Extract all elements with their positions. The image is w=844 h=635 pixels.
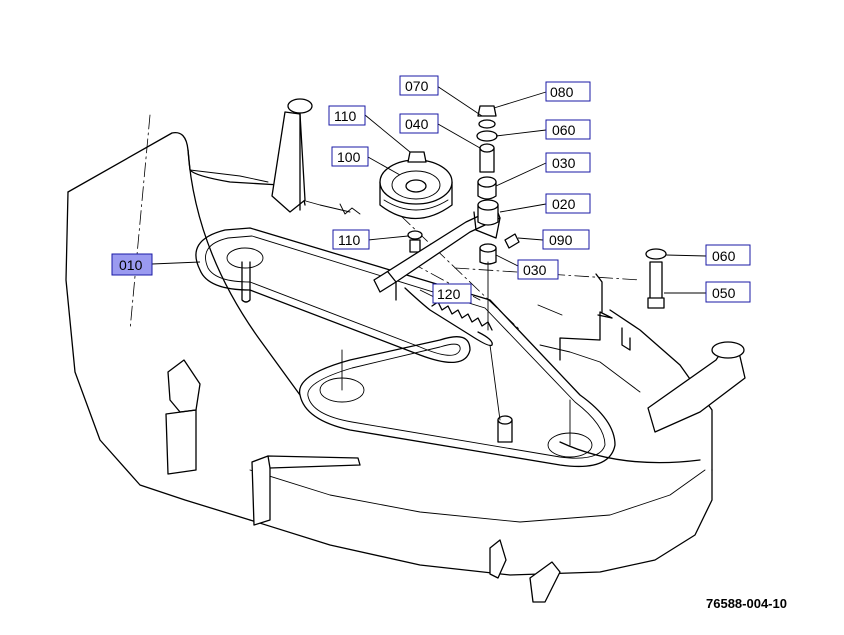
svg-text:020: 020: [552, 196, 576, 212]
svg-text:030: 030: [552, 155, 576, 171]
svg-text:090: 090: [549, 232, 573, 248]
svg-text:030: 030: [523, 262, 547, 278]
svg-text:010: 010: [119, 257, 143, 273]
callout-030-upper[interactable]: 030: [545, 152, 591, 173]
svg-text:120: 120: [437, 286, 461, 302]
callouts: 010 020 030 030 040 050 060 060: [111, 75, 751, 304]
svg-text:070: 070: [405, 78, 429, 94]
drive-belt: [195, 227, 616, 468]
callout-060-upper[interactable]: 060: [545, 119, 591, 140]
svg-text:100: 100: [337, 149, 361, 165]
svg-text:050: 050: [712, 285, 736, 301]
svg-text:110: 110: [338, 232, 361, 248]
svg-text:060: 060: [552, 122, 576, 138]
leader-lines: [151, 85, 707, 301]
svg-text:060: 060: [712, 248, 736, 264]
idler-pulley-assembly: [373, 105, 667, 443]
svg-text:080: 080: [550, 84, 574, 100]
callout-110-lower[interactable]: 110: [332, 229, 370, 250]
callout-100[interactable]: 100: [331, 146, 369, 167]
callout-010[interactable]: 010: [111, 253, 153, 276]
mower-deck: [65, 98, 746, 603]
callout-040[interactable]: 040: [399, 113, 439, 134]
callout-110-upper[interactable]: 110: [328, 105, 366, 126]
callout-080[interactable]: 080: [545, 81, 591, 102]
callout-120[interactable]: 120: [432, 283, 472, 304]
callout-020[interactable]: 020: [545, 193, 591, 214]
callout-090[interactable]: 090: [542, 229, 590, 250]
diagram-reference-number: 76588-004-10: [706, 596, 787, 611]
callout-050[interactable]: 050: [705, 281, 751, 303]
callout-070[interactable]: 070: [399, 75, 439, 96]
callout-030-lower[interactable]: 030: [517, 259, 559, 280]
svg-text:110: 110: [334, 108, 357, 124]
svg-text:040: 040: [405, 116, 429, 132]
callout-060-right[interactable]: 060: [705, 244, 751, 266]
